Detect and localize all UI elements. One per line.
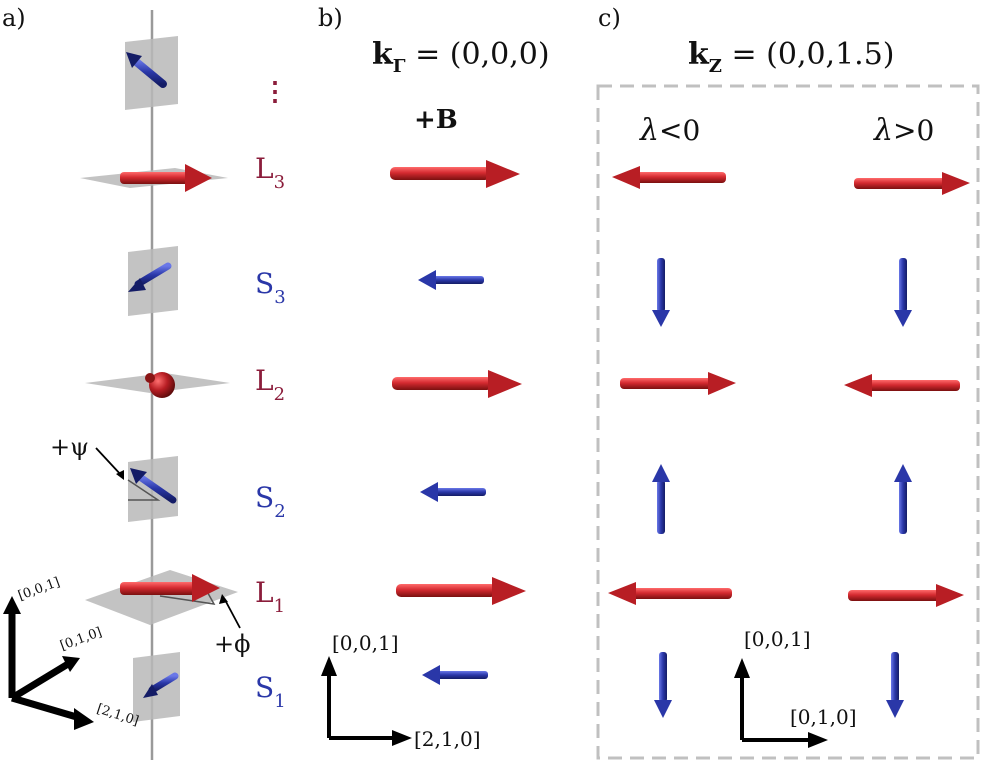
layer-label-S3: S3 xyxy=(255,267,286,308)
panel-c-neg-arrow-L1 xyxy=(608,582,732,605)
panel-b-field-label: +B xyxy=(414,105,458,135)
panel-b-axes xyxy=(321,656,412,746)
panel-b-arrow-L2 xyxy=(392,370,522,398)
panel-a-axis-z-label: [0,0,1] xyxy=(16,575,62,604)
panel-c-pos-arrow-S1 xyxy=(886,652,904,718)
lambda-negative-label: λ<0 xyxy=(639,113,700,148)
layer-L1-moment xyxy=(85,570,238,625)
panel-b-axis-horizontal-label: [2,1,0] xyxy=(414,727,481,751)
layer-label-S2: S2 xyxy=(255,481,286,522)
psi-pointer xyxy=(95,447,123,477)
panel-b-arrow-L1 xyxy=(396,577,526,605)
panel-c-pos-arrow-S2 xyxy=(894,464,912,534)
lambda-positive-label: λ>0 xyxy=(873,113,934,148)
angle-phi-label: +ϕ xyxy=(214,630,250,658)
panel-c-pos-arrow-L2 xyxy=(844,374,960,397)
panel-b-arrow-S1 xyxy=(422,665,488,685)
panel-c-axis-vertical-label: [0,0,1] xyxy=(744,627,811,651)
panel-c-label: c) xyxy=(598,4,621,32)
panel-c-neg-arrow-S2 xyxy=(652,464,670,534)
panel-c-neg-arrow-S3 xyxy=(652,258,670,327)
panel-a-axes xyxy=(3,596,94,730)
panel-c-title: kZ = (0,0,1.5) xyxy=(688,37,895,77)
phi-pointer xyxy=(223,597,241,629)
layer-label-L2: L2 xyxy=(255,364,285,405)
panel-c-dashed-box xyxy=(596,84,980,760)
panel-c-neg-arrow-S1 xyxy=(654,652,672,718)
layer-label-L3: L3 xyxy=(255,152,285,193)
panel-c-axes xyxy=(734,658,828,748)
panel-c-pos-arrow-S3 xyxy=(894,258,912,327)
layer-labels: L3 S3 L2 S2 L1 S1 xyxy=(255,152,286,712)
panel-c-pos-arrow-L1 xyxy=(848,584,964,607)
panel-b-label: b) xyxy=(318,4,343,32)
panel-a-axis-y-label: [0,1,0] xyxy=(58,625,104,654)
layer-S2-moment xyxy=(127,456,178,522)
panel-c-axis-horizontal-label: [0,1,0] xyxy=(790,705,857,729)
panel-b-arrow-S3 xyxy=(418,270,484,290)
ellipsis-dots: ⋮ xyxy=(262,77,288,107)
layer-L2-moment xyxy=(85,372,230,398)
panel-b-arrow-L3 xyxy=(390,160,520,188)
panel-c-neg-arrow-L2 xyxy=(620,372,736,395)
layer-label-S1: S1 xyxy=(255,671,286,712)
layer-L3-moment xyxy=(80,164,228,192)
layer-S3-moment xyxy=(128,246,178,316)
panel-b-axis-vertical-label: [0,0,1] xyxy=(332,631,399,655)
panel-c-pos-arrow-L3 xyxy=(854,172,970,195)
top-spin-plane xyxy=(125,36,178,110)
layer-label-L1: L1 xyxy=(255,576,285,617)
layer-S1-moment xyxy=(133,652,180,722)
panel-a-label: a) xyxy=(2,4,26,32)
angle-psi-label: +ψ xyxy=(50,433,89,461)
panel-b-title: kΓ = (0,0,0) xyxy=(372,37,550,77)
panel-b-arrow-S2 xyxy=(420,482,486,502)
panel-c-neg-arrow-L3 xyxy=(612,166,726,189)
